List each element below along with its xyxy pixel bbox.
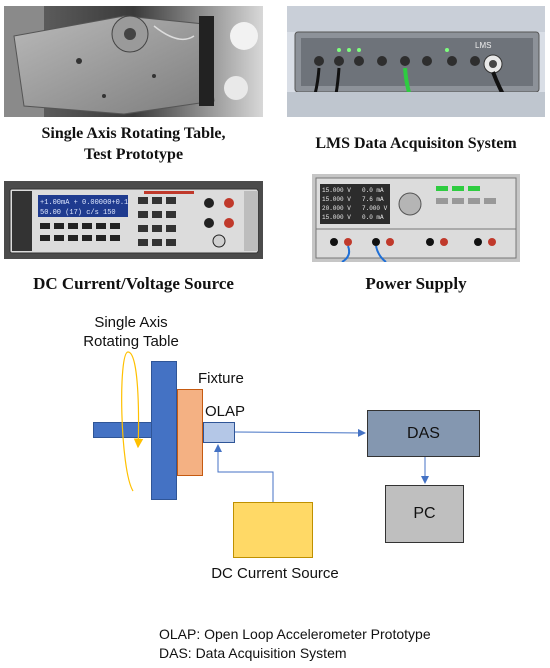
ps-side-value-2: 7.6 mA: [362, 196, 384, 203]
photo-lms-das: LMS: [287, 6, 545, 117]
ps-display-value-1: 15.000 V: [322, 187, 351, 194]
rotating-table-shaft: [93, 422, 155, 438]
das-block: DAS: [367, 410, 480, 457]
ps-side-value-1: 0.0 mA: [362, 187, 384, 194]
caption-rotating-table-line1: Single Axis Rotating Table,: [41, 125, 226, 142]
label-fixture: Fixture: [198, 370, 244, 387]
rotating-table-photo-art: [4, 6, 263, 117]
dc-source-photo-art: +1.00mA + 0.00000+0.1 50.00 (17) c/s 150: [4, 181, 263, 259]
lms-brand-text: LMS: [475, 41, 491, 50]
ps-side-value-3: 7.000 V: [362, 205, 388, 212]
label-rotating-table-line1: Single Axis: [94, 314, 168, 331]
pc-block: PC: [385, 485, 464, 543]
caption-lms-das: LMS Data Acquisiton System: [315, 135, 517, 152]
fixture-block: [177, 389, 203, 476]
lms-das-photo-art: LMS: [287, 6, 545, 117]
label-rotating-table-line2: Rotating Table: [83, 333, 179, 350]
dc-display-line1: +1.00mA + 0.00000+0.1: [40, 199, 128, 207]
label-dc-current-source: DC Current Source: [211, 565, 339, 582]
ps-display-value-3: 20.000 V: [322, 205, 351, 212]
caption-dc-source: DC Current/Voltage Source: [33, 274, 234, 293]
caption-power-supply: Power Supply: [365, 274, 467, 293]
olap-block: [203, 422, 235, 443]
ps-display-value-4: 15.000 V: [322, 214, 351, 221]
das-label: DAS: [407, 424, 440, 442]
label-olap: OLAP: [205, 403, 246, 420]
dc-current-source-block: [233, 502, 313, 558]
arrow-dc-to-olap: [214, 444, 274, 502]
dc-display-line2: 50.00 (17) c/s 150: [40, 209, 116, 217]
rotating-table-plate: [151, 361, 177, 500]
legend-olap: OLAP: Open Loop Accelerometer Prototype: [159, 626, 431, 642]
legend: OLAP: Open Loop Accelerometer Prototype …: [159, 625, 431, 663]
photo-dc-source: +1.00mA + 0.00000+0.1 50.00 (17) c/s 150: [4, 181, 263, 259]
power-supply-photo-art: 15.000 V 15.000 V 20.000 V 15.000 V 0.0 …: [312, 174, 520, 262]
ps-display-value-2: 15.000 V: [322, 196, 351, 203]
caption-rotating-table: Single Axis Rotating Table, Test Prototy…: [4, 123, 263, 165]
photo-power-supply: 15.000 V 15.000 V 20.000 V 15.000 V 0.0 …: [312, 174, 520, 262]
ps-side-value-4: 0.0 mA: [362, 214, 384, 221]
photo-rotating-table: [4, 6, 263, 117]
pc-label: PC: [413, 505, 436, 522]
arrow-olap-to-das: [234, 428, 366, 437]
legend-das: DAS: Data Acquisition System: [159, 645, 347, 661]
label-rotating-table: Single Axis Rotating Table: [70, 313, 192, 351]
caption-rotating-table-line2: Test Prototype: [83, 146, 184, 163]
